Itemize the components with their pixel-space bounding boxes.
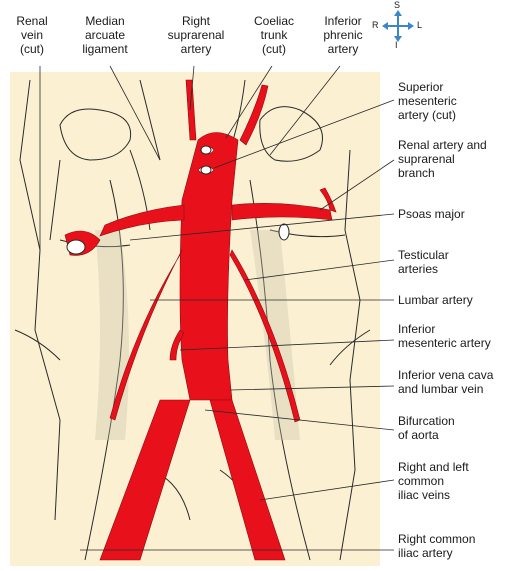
label-common-iliac-veins: Right and left common iliac veins	[398, 460, 469, 502]
label-coeliac-trunk: Coeliac trunk (cut)	[244, 14, 304, 56]
label-psoas-major: Psoas major	[398, 207, 465, 221]
label-renal-vein: Renal vein (cut)	[8, 14, 56, 56]
orientation-compass: S I R L	[370, 2, 426, 50]
label-inferior-vena-cava: Inferior vena cava and lumbar vein	[398, 368, 493, 396]
compass-west-label: R	[372, 20, 379, 30]
label-median-arcuate-ligament: Median arcuate ligament	[70, 14, 140, 56]
compass-north-label: S	[394, 0, 400, 10]
label-bifurcation-of-aorta: Bifurcation of aorta	[398, 414, 455, 442]
label-superior-mesenteric-artery: Superior mesenteric artery (cut)	[398, 80, 457, 122]
label-inferior-mesenteric-artery: Inferior mesenteric artery	[398, 322, 491, 350]
label-right-suprarenal-artery: Right suprarenal artery	[158, 14, 234, 56]
label-lumbar-artery: Lumbar artery	[398, 293, 473, 307]
label-inferior-phrenic-artery: Inferior phrenic artery	[312, 14, 374, 56]
compass-south-label: I	[395, 40, 398, 50]
label-right-common-iliac-artery: Right common iliac artery	[398, 532, 475, 560]
label-testicular-arteries: Testicular arteries	[398, 248, 449, 276]
label-renal-artery: Renal artery and suprarenal branch	[398, 138, 487, 180]
compass-east-label: L	[417, 20, 422, 30]
